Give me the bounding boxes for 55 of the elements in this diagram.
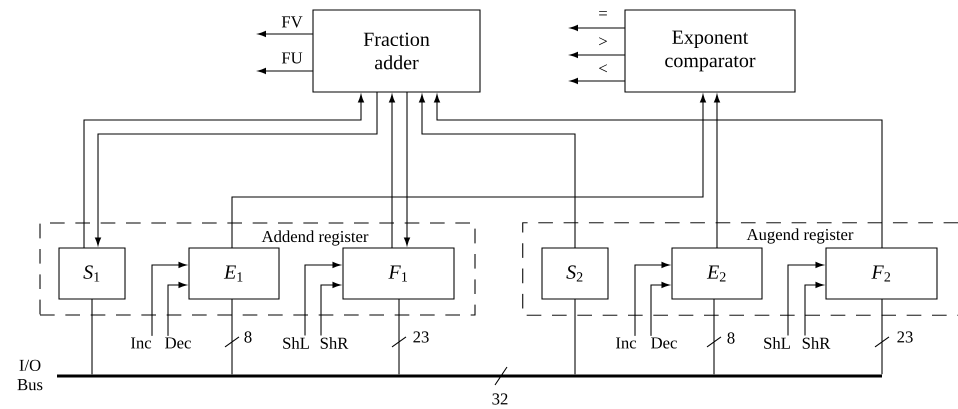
signal-label: ShR (320, 337, 348, 349)
bus-name: I/O Bus (18, 360, 42, 390)
edge-label: 23 (413, 331, 429, 343)
arrow (320, 282, 341, 336)
bus-width-label: 32 (492, 393, 508, 405)
arrow (389, 94, 395, 248)
connector-line (91, 300, 93, 374)
edge-label: > (599, 37, 607, 46)
arrow (570, 25, 624, 31)
arrow (167, 282, 187, 336)
edge-label: 8 (727, 332, 735, 344)
arrow (258, 31, 312, 37)
connector-line (574, 300, 576, 374)
signal-label: ShL (764, 337, 790, 349)
arrow (151, 262, 187, 336)
arrow (231, 94, 706, 248)
signal-label: ShL (283, 337, 309, 349)
signal-label: Inc (130, 337, 152, 349)
register-box: S$_{1}$ (58, 247, 126, 300)
register-box: S$_{2}$ (541, 247, 609, 300)
signal-label: Dec (165, 337, 191, 349)
edge-label: = (599, 11, 607, 16)
adder-box: Fraction adder (312, 9, 481, 93)
arrow (419, 94, 576, 248)
arrow (804, 282, 824, 336)
edge-label: FU (282, 52, 302, 64)
arrow (404, 92, 410, 246)
edge-label: 23 (897, 331, 913, 343)
bus-line (57, 374, 882, 378)
comparator-box: Exponent comparator (624, 9, 796, 93)
signal-label: ShR (802, 337, 830, 349)
frame-title: Addend register (262, 230, 368, 246)
edge-label: 8 (244, 331, 252, 343)
signal-label: Dec (651, 337, 677, 349)
frame-title: Augend register (746, 228, 854, 244)
arrow (787, 262, 824, 336)
arrow (714, 94, 720, 248)
register-box: E$_{1}$ (188, 247, 280, 300)
connector-line (398, 300, 400, 374)
arrow (304, 262, 341, 336)
arrow (650, 282, 670, 336)
edge-label: < (599, 64, 607, 72)
connector-line (881, 300, 883, 374)
connector-line (713, 300, 715, 374)
register-box: F$_{1}$ (342, 247, 455, 300)
register-box: F$_{2}$ (825, 247, 938, 300)
arrow (570, 78, 624, 84)
arrow (634, 262, 670, 336)
connector-line (231, 300, 233, 374)
arrow (258, 68, 312, 74)
arrow (570, 52, 624, 58)
register-box: E$_{2}$ (671, 247, 763, 300)
arrow (434, 94, 883, 248)
signal-label: Inc (616, 337, 636, 349)
edge-label: FV (282, 16, 302, 28)
